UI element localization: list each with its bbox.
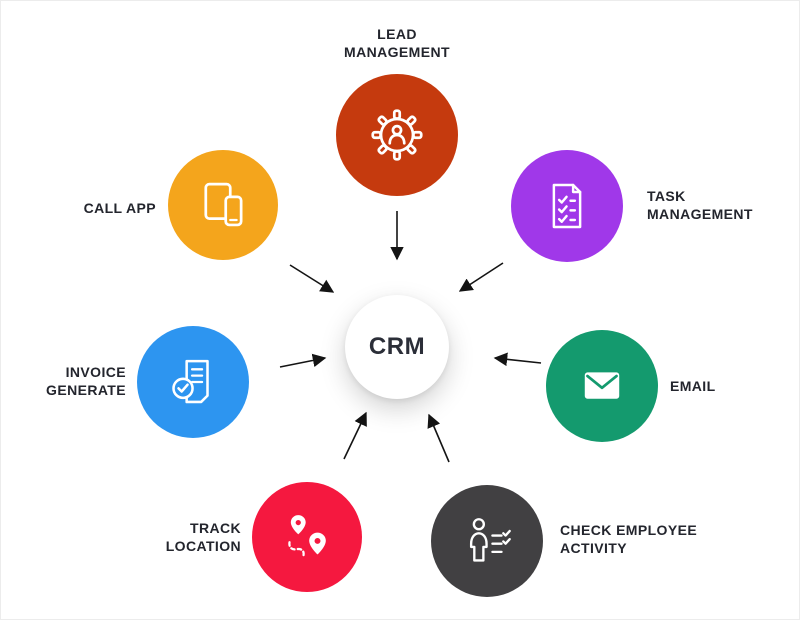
node-call-app-label: CALL APP bbox=[83, 200, 156, 216]
arrow-call-to-crm bbox=[289, 264, 335, 293]
task-checklist-icon bbox=[552, 183, 582, 229]
node-track-location-circle bbox=[252, 482, 362, 592]
invoice-check-icon bbox=[172, 359, 209, 404]
route-pins-icon bbox=[288, 515, 326, 557]
node-invoice-generate-circle bbox=[137, 326, 249, 438]
arrow-invoice-to-crm bbox=[279, 353, 327, 368]
node-task-management-circle bbox=[511, 150, 623, 262]
arrow-employee-to-crm bbox=[427, 413, 450, 463]
node-check-employee-activity-label: CHECK EMPLOYEE ACTIVITY bbox=[560, 522, 698, 557]
node-call-app-circle bbox=[168, 150, 278, 260]
node-email-label: EMAIL bbox=[670, 378, 716, 394]
crm-hub-label: CRM bbox=[368, 333, 426, 360]
node-invoice-generate-label: INVOICE GENERATE bbox=[46, 364, 126, 399]
node-lead-management-label: LEAD MANAGEMENT bbox=[344, 26, 450, 61]
arrow-email-to-crm bbox=[493, 352, 542, 367]
person-checklist-icon bbox=[469, 518, 511, 562]
node-track-location-label: TRACK LOCATION bbox=[165, 520, 241, 555]
node-email-circle bbox=[546, 330, 658, 442]
gear-person-icon bbox=[371, 109, 423, 161]
node-lead-management-circle bbox=[336, 74, 458, 196]
node-check-employee-activity-circle bbox=[431, 485, 543, 597]
envelope-icon bbox=[584, 372, 620, 399]
arrow-task-to-crm bbox=[458, 262, 504, 292]
node-task-management-label: TASK MANAGEMENT bbox=[647, 188, 753, 223]
tablet-phone-icon bbox=[204, 182, 243, 227]
arrow-track-to-crm bbox=[343, 411, 367, 460]
crm-hub-circle: CRM bbox=[345, 295, 449, 399]
